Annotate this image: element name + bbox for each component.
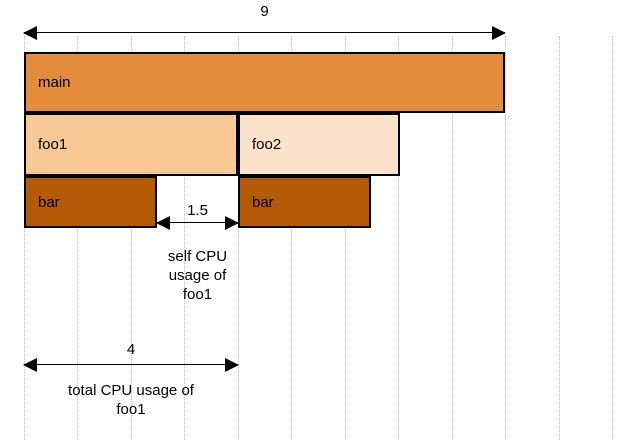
frame-label: main: [38, 74, 71, 91]
caption-line: foo1: [182, 285, 213, 303]
gridline-7: [398, 36, 400, 440]
gridline-8: [451, 36, 453, 440]
measure-arrow-total-width: [23, 26, 506, 40]
frame-bar-depth2[interactable]: bar: [238, 176, 371, 228]
frame-label: foo2: [252, 136, 282, 153]
gridline-9: [505, 36, 507, 440]
gridline-1: [77, 36, 79, 440]
gridline-2: [130, 36, 132, 440]
measure-value-total-width: 9: [260, 3, 269, 20]
gridline-10: [558, 36, 560, 440]
frame-label: bar: [38, 193, 60, 211]
frame-foo1-depth1[interactable]: foo1: [24, 113, 238, 176]
gridline-5: [291, 36, 293, 440]
caption-line: foo1: [116, 400, 146, 418]
arrow-right-icon: [225, 216, 239, 230]
measure-value-self-cpu-foo1: 1.5: [187, 202, 208, 219]
frame-bar-depth2[interactable]: bar: [24, 176, 157, 228]
frame-main-depth0[interactable]: main: [24, 52, 505, 113]
gridline-11: [611, 36, 613, 440]
caption-line: usage of: [168, 266, 227, 284]
gridline-4: [237, 36, 239, 440]
frame-label: foo1: [38, 136, 68, 153]
measure-arrow-self-cpu-foo1: [156, 216, 239, 230]
gridline-3: [184, 36, 186, 440]
arrow-left-icon: [23, 358, 37, 372]
arrow-right-icon: [225, 358, 239, 372]
gridline-0: [24, 36, 25, 440]
caption-line: self CPU: [167, 248, 228, 265]
arrow-right-icon: [492, 26, 506, 40]
measure-arrow-total-cpu-foo1: [23, 358, 239, 372]
frame-foo2-depth1[interactable]: foo2: [238, 113, 400, 176]
gridline-6: [344, 36, 346, 440]
measure-value-total-cpu-foo1: 4: [126, 341, 136, 358]
arrow-left-icon: [23, 26, 37, 40]
arrow-left-icon: [156, 216, 170, 230]
frame-label: bar: [252, 193, 274, 211]
caption-line: total CPU usage of: [68, 382, 194, 399]
